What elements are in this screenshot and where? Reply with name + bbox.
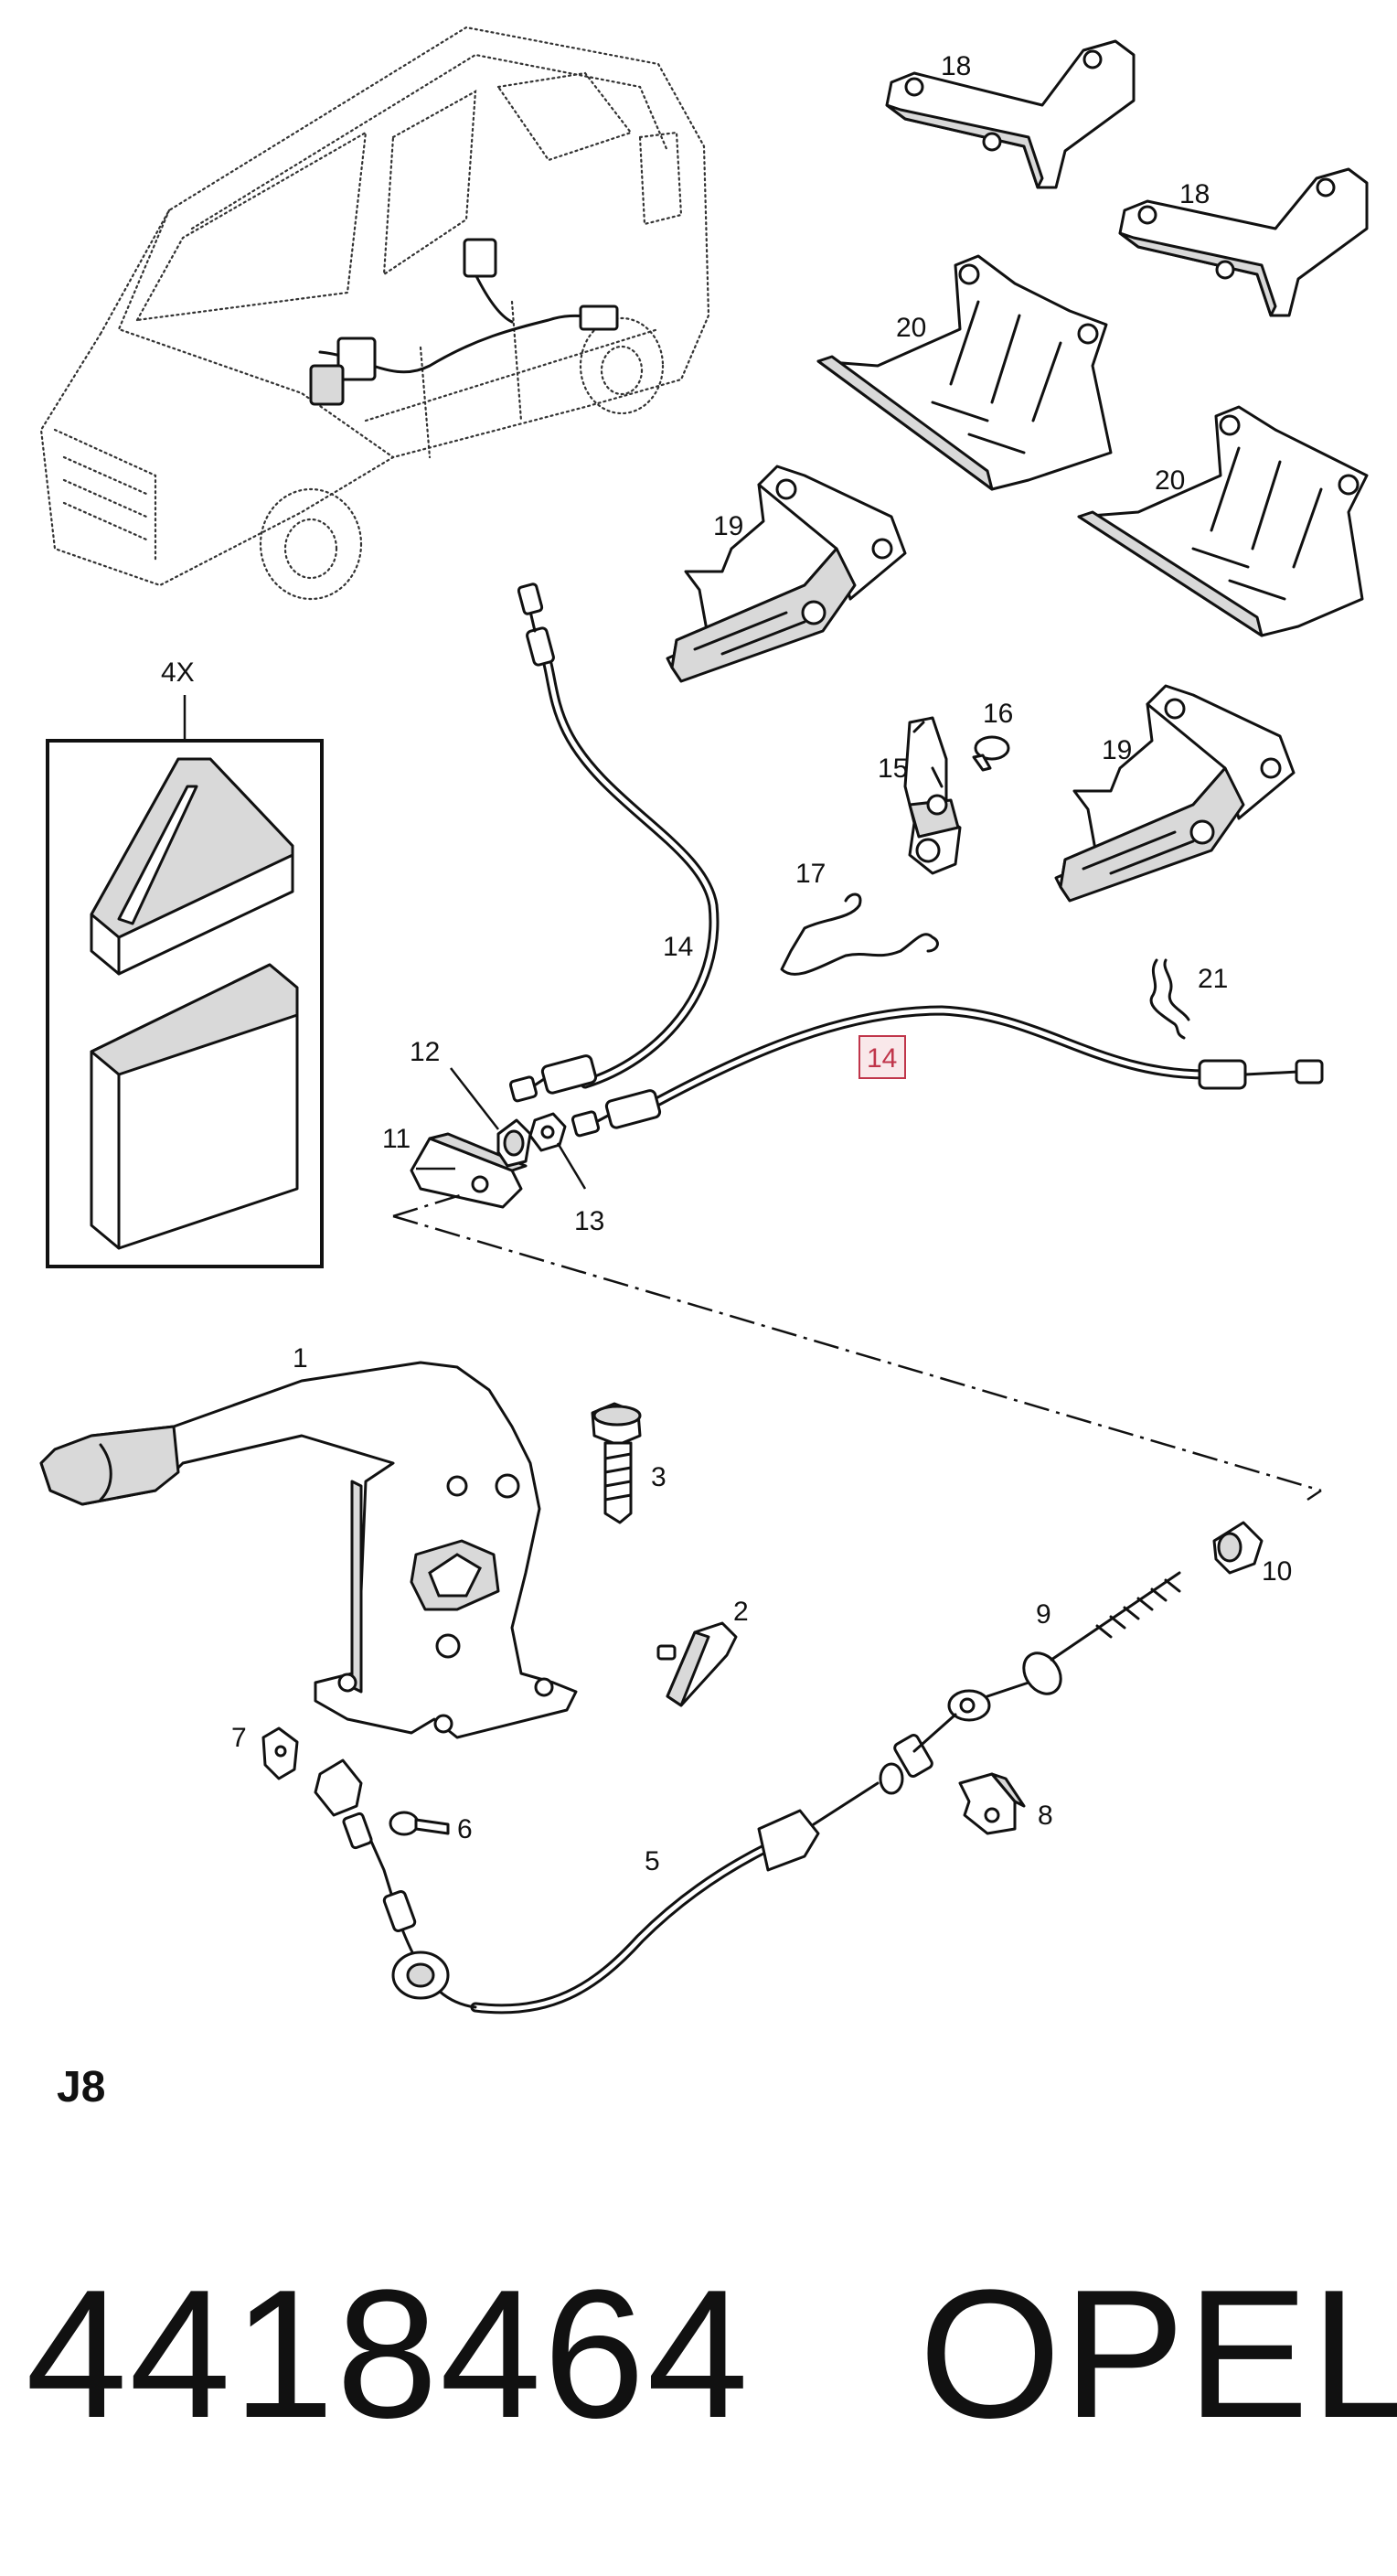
callout-7: 7	[231, 1723, 247, 1753]
callout-18a: 18	[941, 51, 971, 81]
screw-6	[389, 1811, 450, 1836]
page-code: J8	[57, 2063, 106, 2111]
callout-21: 21	[1198, 964, 1228, 994]
screw-16	[972, 735, 1010, 772]
cable-14-lower	[571, 1005, 1324, 1138]
cable-9	[947, 1571, 1181, 1722]
callout-17: 17	[795, 859, 826, 889]
cable-5	[314, 1713, 957, 2015]
callout-2: 2	[733, 1597, 749, 1627]
clip-8	[958, 1772, 1026, 1835]
cover-2	[656, 1621, 738, 1707]
clip-21	[1149, 958, 1190, 1040]
callout-8: 8	[1038, 1801, 1053, 1831]
handbrake-lever-1	[39, 1361, 578, 1739]
callout-18b: 18	[1179, 179, 1210, 209]
leader-12	[450, 1067, 499, 1130]
callout-14b-highlighted: 14	[858, 1035, 906, 1079]
nut-13	[528, 1112, 567, 1152]
callout-11: 11	[382, 1124, 411, 1154]
bush-10	[1212, 1521, 1264, 1575]
kit-box	[46, 695, 324, 1268]
callout-20a: 20	[896, 313, 926, 343]
bracket-20-lower	[1077, 405, 1369, 637]
connector-line	[392, 1192, 1322, 1492]
leader-13	[556, 1142, 587, 1190]
bracket-18-upper	[885, 39, 1136, 189]
brand-name: OPEL	[919, 2252, 1397, 2456]
van-illustration	[39, 26, 710, 601]
bracket-19-lower	[1054, 684, 1296, 903]
spring-clip-17	[780, 893, 939, 976]
bolt-3	[591, 1402, 642, 1524]
part-number: 4418464	[26, 2252, 751, 2456]
connector-line-end	[1306, 1489, 1322, 1502]
callout-10: 10	[1262, 1556, 1292, 1587]
callout-4x: 4X	[161, 657, 195, 688]
callout-14a: 14	[663, 932, 693, 962]
cable-clip-15	[903, 716, 962, 875]
bush-12	[496, 1118, 532, 1168]
callout-20b: 20	[1155, 465, 1185, 496]
bracket-20-upper	[816, 254, 1113, 491]
callout-19a: 19	[713, 511, 743, 541]
callout-12: 12	[410, 1037, 440, 1067]
callout-labels: 18 18 20 20 19 19 16 15 17 21 14 14 4X 1…	[161, 51, 1292, 1876]
callout-16: 16	[983, 699, 1013, 729]
cable-14-upper	[508, 583, 720, 1103]
callout-14b: 14	[867, 1043, 897, 1074]
callout-6: 6	[457, 1814, 473, 1844]
bracket-18-lower	[1118, 167, 1369, 317]
bracket-19-upper	[666, 465, 907, 683]
callout-5: 5	[645, 1846, 660, 1876]
callout-1: 1	[293, 1343, 308, 1374]
callout-13: 13	[574, 1206, 604, 1236]
callout-15: 15	[878, 754, 908, 784]
callout-3: 3	[651, 1462, 667, 1492]
clip-7	[261, 1726, 299, 1780]
callout-19b: 19	[1102, 735, 1132, 765]
callout-9: 9	[1036, 1599, 1051, 1630]
guide-11	[410, 1132, 528, 1209]
